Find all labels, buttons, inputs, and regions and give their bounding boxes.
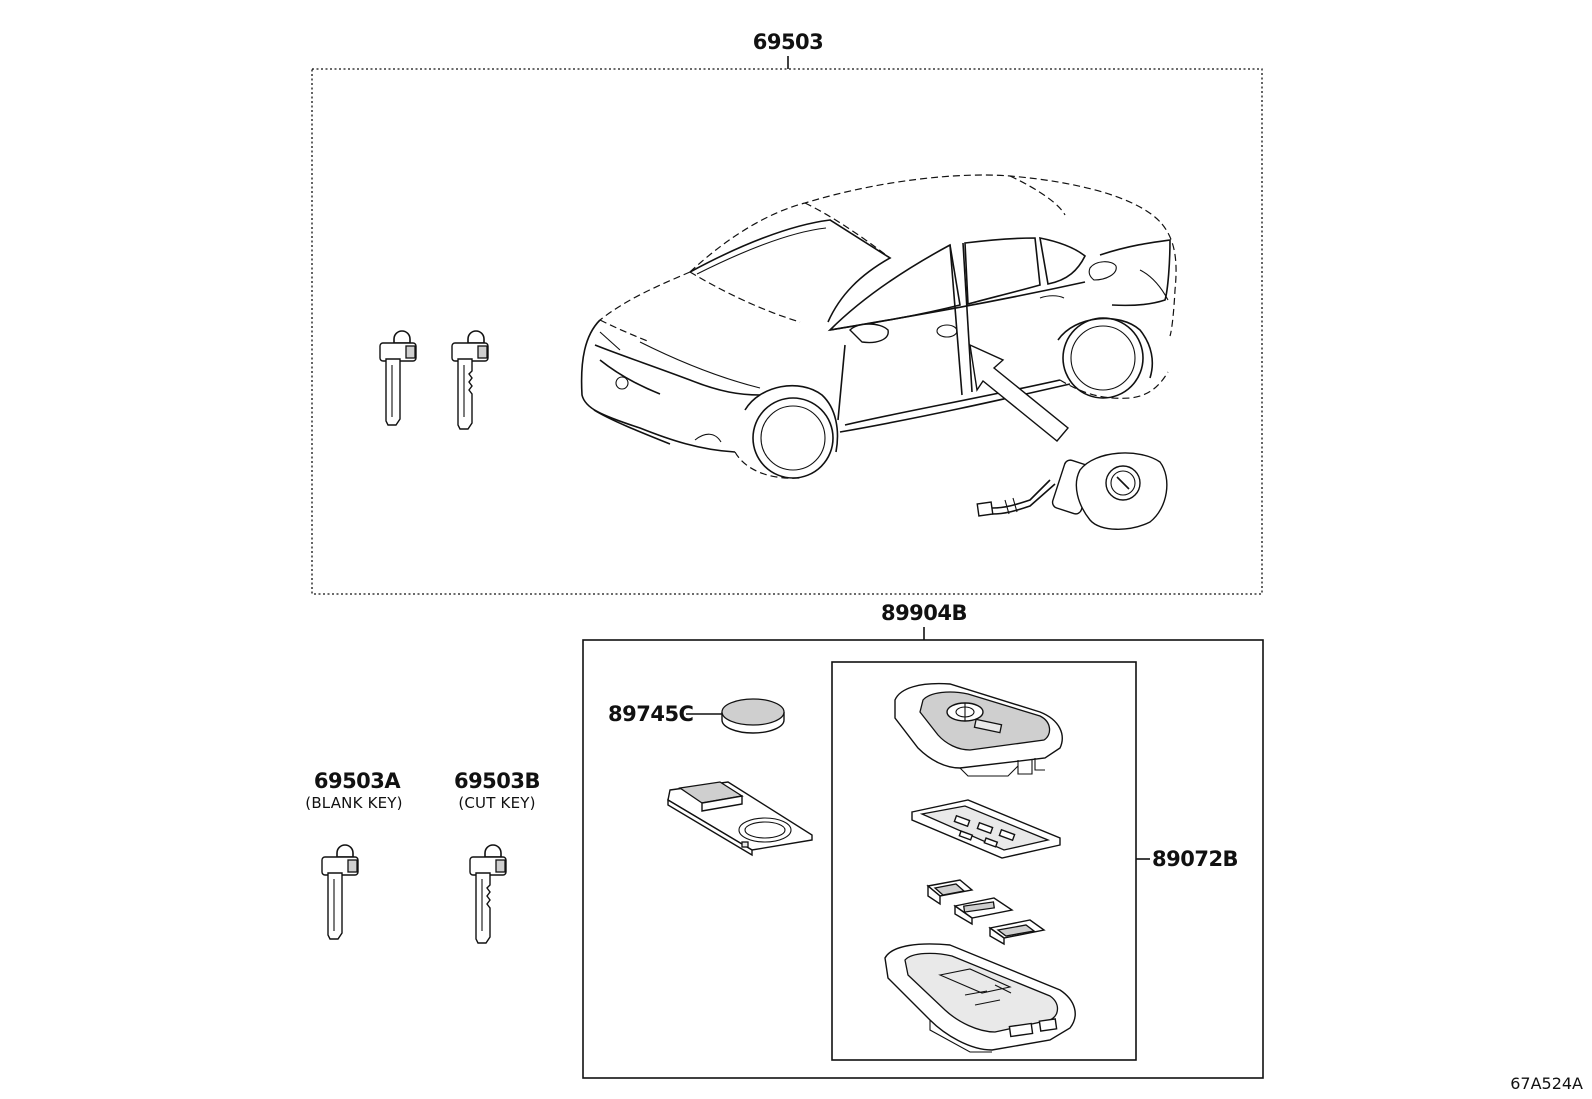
key-icon[interactable] <box>379 330 417 426</box>
label-key-cut-note: (CUT KEY) <box>458 794 535 812</box>
transmitter-set-frame <box>582 639 1264 1079</box>
case-assembly-frame <box>831 661 1137 1061</box>
assembly-dotted-frame <box>311 68 1263 595</box>
label-case-assembly[interactable]: 89072B <box>1152 847 1239 871</box>
key-blank-group: 69503A (BLANK KEY) <box>305 769 403 940</box>
key-fob-case-icon[interactable] <box>884 943 1076 1053</box>
button-part-icon[interactable] <box>953 897 1014 926</box>
key-icon[interactable] <box>451 330 489 430</box>
key-icon[interactable] <box>469 844 507 944</box>
label-key-cut[interactable]: 69503B <box>454 769 541 793</box>
key-fob-icon[interactable] <box>894 682 1063 777</box>
circuit-board-icon[interactable] <box>667 781 813 857</box>
key-icon[interactable] <box>321 844 359 940</box>
label-transmitter-set[interactable]: 89904B <box>881 601 968 625</box>
lock-cylinder-icon[interactable] <box>976 452 1168 530</box>
diagram-code: 67A524A <box>1510 1074 1583 1093</box>
label-key-blank-note: (BLANK KEY) <box>305 794 402 812</box>
arrow-icon <box>969 343 1069 442</box>
label-assembly[interactable]: 69503 <box>753 30 824 54</box>
button-part-icon[interactable] <box>988 919 1046 946</box>
transmitter-set-group: 89904B 89745C 89072B <box>582 601 1264 1079</box>
button-tray-icon[interactable] <box>911 799 1061 859</box>
label-key-blank[interactable]: 69503A <box>314 769 402 793</box>
key-cut-group: 69503B (CUT KEY) <box>454 769 541 944</box>
label-battery[interactable]: 89745C <box>608 702 694 726</box>
battery-icon[interactable] <box>721 698 785 734</box>
button-part-icon[interactable] <box>926 879 974 906</box>
assembly-69503-group: 69503 <box>311 30 1263 595</box>
car-illustration <box>580 174 1177 479</box>
